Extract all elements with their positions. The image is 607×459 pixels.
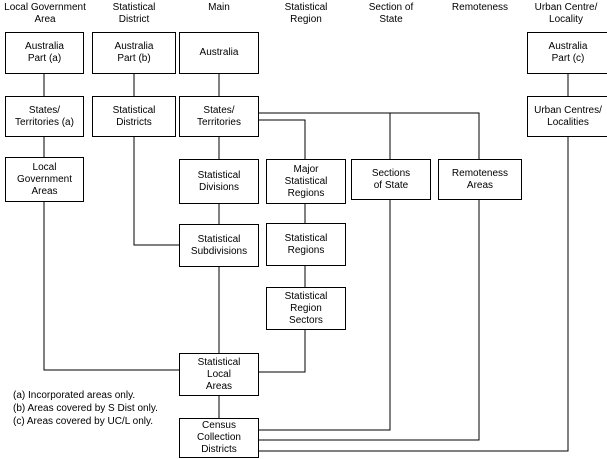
column-header-sr: Statistical Region: [284, 2, 328, 25]
box-statistical-subdivisions: Statistical Subdivisions: [179, 224, 259, 267]
footnote-b: (b) Areas covered by S Dist only.: [13, 403, 158, 414]
box-statistical-local-areas: Statistical Local Areas: [179, 353, 259, 396]
box-census-collection-districts: Census Collection Districts: [179, 418, 259, 458]
box-urban-centres-localities: Urban Centres/ Localities: [527, 96, 607, 137]
line-ra-ccd: [259, 200, 480, 441]
column-header-ucl: Urban Centre/ Locality: [534, 2, 598, 25]
box-sections-of-state: Sections of State: [351, 159, 431, 200]
column-header-sd: Statistical District: [112, 2, 156, 25]
box-statistical-region-sectors: Statistical Region Sectors: [266, 287, 346, 330]
footnotes: (a) Incorporated areas only. (b) Areas c…: [13, 389, 158, 428]
box-local-government-areas: Local Government Areas: [5, 157, 84, 202]
box-statistical-divisions: Statistical Divisions: [179, 159, 259, 204]
box-major-statistical-regions: Major Statistical Regions: [266, 159, 346, 204]
footnote-c: (c) Areas covered by UC/L only.: [13, 416, 154, 427]
column-header-remoteness: Remoteness: [451, 2, 509, 13]
column-header-sos: Section of State: [368, 2, 414, 25]
box-statistical-districts: Statistical Districts: [92, 96, 176, 137]
line-ucl-ccd: [259, 137, 569, 452]
line-lga-sla: [43, 202, 179, 371]
box-australia-part-a: Australia Part (a): [5, 32, 84, 74]
box-states-territories: States/ Territories: [179, 96, 259, 137]
column-header-lga: Local Government Area: [4, 2, 86, 25]
box-australia-part-c: Australia Part (c): [527, 32, 607, 74]
box-australia: Australia: [179, 32, 259, 74]
line-st-msr: [259, 119, 306, 159]
footnote-a: (a) Incorporated areas only.: [13, 390, 136, 401]
line-st-ra: [259, 112, 480, 159]
column-header-main: Main: [208, 2, 230, 13]
box-states-territories-a: States/ Territories (a): [5, 96, 84, 137]
line-srs-sla: [259, 330, 306, 373]
box-remoteness-areas: Remoteness Areas: [438, 159, 522, 200]
box-australia-part-b: Australia Part (b): [92, 32, 176, 74]
box-statistical-regions: Statistical Regions: [266, 223, 346, 266]
line-sos-ccd: [259, 200, 391, 431]
line-sdist-ssd: [133, 137, 179, 246]
